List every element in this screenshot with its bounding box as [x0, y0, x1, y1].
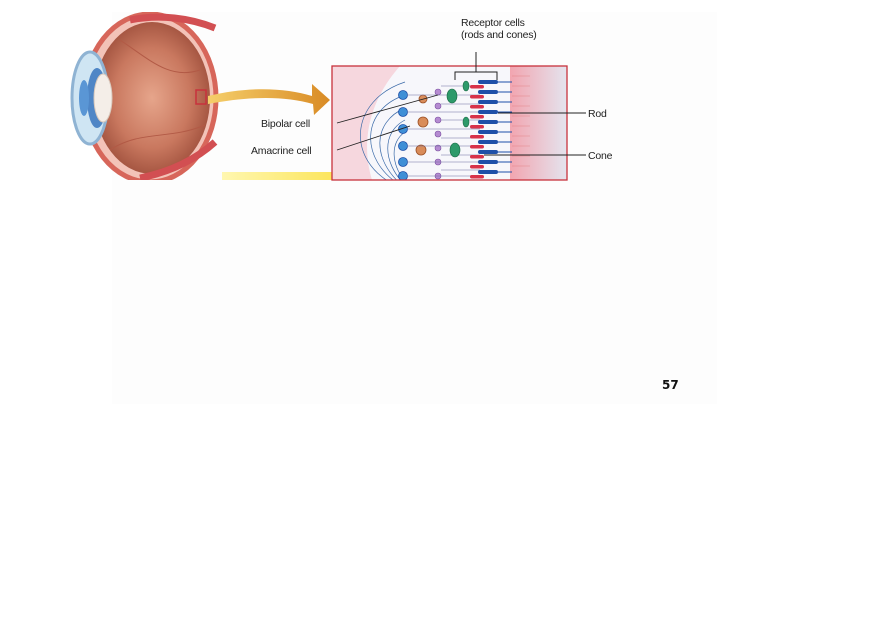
light-beam [222, 172, 352, 180]
detail-frame [331, 65, 568, 181]
page-number: 57 [662, 378, 679, 392]
cone-label: Cone [588, 150, 613, 162]
amacrine-cell-label: Amacrine cell [251, 145, 312, 157]
rod-label: Rod [588, 108, 607, 120]
bipolar-cell-label: Bipolar cell [261, 118, 310, 130]
leader-lines [336, 94, 586, 156]
zoom-arrow [208, 84, 330, 115]
receptor-bracket [454, 52, 498, 80]
receptor-cells-label: Receptor cells (rods and cones) [461, 17, 537, 41]
eyeball-illustration [70, 12, 219, 180]
